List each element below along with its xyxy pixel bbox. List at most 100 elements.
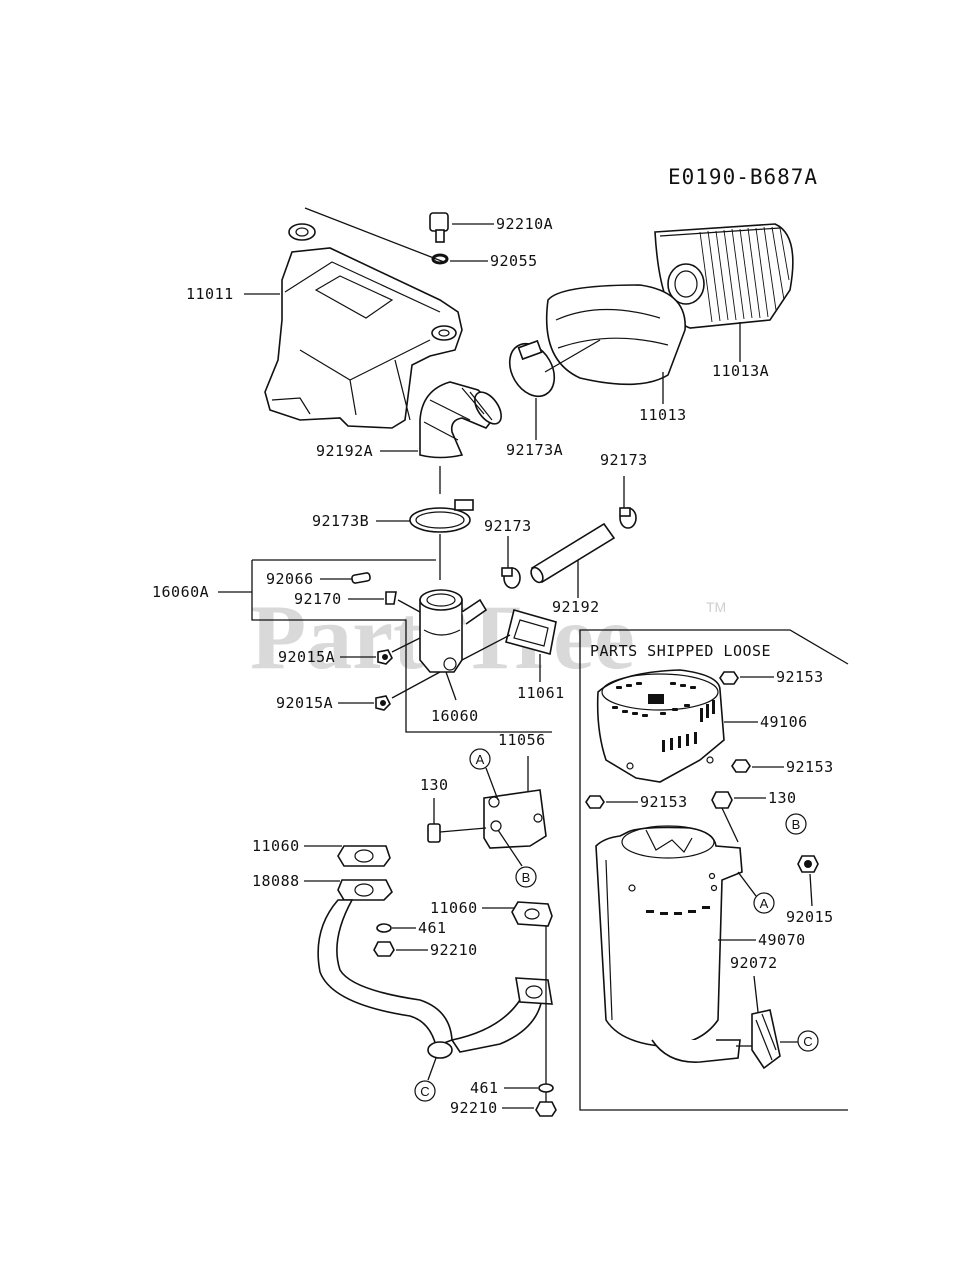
breather-hose-92192[interactable] [529,522,616,584]
label-92153-3: 92153 [640,793,688,811]
clamp-92173-mid[interactable] [501,567,521,589]
gasket-11060-right[interactable] [511,901,553,927]
knob-92210a[interactable] [429,212,449,243]
svg-text:B: B [522,870,531,885]
leader-line [497,829,523,867]
elbow-hose-92192a[interactable] [419,381,507,459]
washer-461-2[interactable] [538,1083,554,1093]
label-11061: 11061 [517,684,565,702]
nut-92210-2[interactable] [535,1101,557,1117]
spark-arrestor-92072[interactable] [751,1009,781,1070]
callout-b-left: B [515,866,537,888]
label-92173b: 92173B [312,512,369,530]
label-92173-top: 92173 [600,451,648,469]
label-92170: 92170 [294,590,342,608]
svg-text:A: A [760,896,769,911]
label-92015a-1: 92015A [278,648,335,666]
leader-line [391,637,421,653]
muffler-cover-49106[interactable] [596,669,725,783]
label-92210-1: 92210 [430,941,478,959]
clip-92170[interactable] [385,591,397,605]
label-92210-2: 92210 [450,1099,498,1117]
group-bracket [251,560,552,733]
label-130-left: 130 [420,776,449,794]
label-92066: 92066 [266,570,314,588]
leader-line [753,975,759,1013]
leader-line [461,634,511,661]
gasket-11061[interactable] [505,609,557,656]
leader-line [427,1057,437,1081]
bracket-11056[interactable] [483,789,547,849]
nut-92210-1[interactable] [373,941,395,957]
clamp-92173-top[interactable] [619,507,637,529]
label-16060: 16060 [431,707,479,725]
label-92055: 92055 [490,252,538,270]
nut-92015a-2[interactable] [375,695,391,711]
screw-92153-2[interactable] [731,759,751,773]
loose-box-title: PARTS SHIPPED LOOSE [590,642,771,660]
nut-92015[interactable] [797,855,819,873]
label-16060a: 16060A [152,583,209,601]
screw-92153-1[interactable] [719,671,739,685]
svg-text:C: C [803,1034,812,1049]
loose-parts-box [579,629,849,1111]
label-11060-1: 11060 [252,837,300,855]
label-92015: 92015 [786,908,834,926]
air-cleaner-housing[interactable] [264,223,463,429]
label-11056: 11056 [498,731,546,749]
pre-cleaner-11013[interactable] [545,284,686,386]
label-92210a: 92210A [496,215,553,233]
label-92015a-2: 92015A [276,694,333,712]
filter-element-11013a[interactable] [654,223,794,329]
leader-line [737,871,757,897]
callout-a-left: A [469,748,491,770]
bolt-130-left[interactable] [427,823,487,843]
svg-text:C: C [420,1084,429,1099]
clamp-92173b[interactable] [409,499,474,533]
label-49070: 49070 [758,931,806,949]
nut-92015a-1[interactable] [377,649,393,665]
label-461-1: 461 [418,919,447,937]
o-ring-92055[interactable] [431,253,449,265]
svg-text:A: A [476,752,485,767]
label-11011: 11011 [186,285,234,303]
leader-line [485,767,499,801]
pin-92066[interactable] [351,572,371,584]
label-92192: 92192 [552,598,600,616]
svg-text:B: B [792,817,801,832]
leader-line [445,671,457,701]
callout-a-right: A [753,892,775,914]
leader-line [397,599,421,613]
gasket-11060-top[interactable] [337,845,391,867]
washer-461-1[interactable] [376,923,392,933]
muffler-49070[interactable] [595,825,743,1063]
label-18088: 18088 [252,872,300,890]
label-92153-1: 92153 [776,668,824,686]
diagram-code: E0190-B687A [668,165,818,189]
callout-b-right: B [785,813,807,835]
label-461-2: 461 [470,1079,499,1097]
callout-c-left: C [414,1080,436,1102]
label-92173a: 92173A [506,441,563,459]
leader-line [304,207,445,263]
label-92072: 92072 [730,954,778,972]
label-92192a: 92192A [316,442,373,460]
label-11013: 11013 [639,406,687,424]
label-92153-2: 92153 [786,758,834,776]
watermark-tm: TM [706,599,726,615]
screw-92153-3[interactable] [585,795,605,809]
breather-16060[interactable] [419,589,488,673]
label-11013a: 11013A [712,362,769,380]
label-11060-2: 11060 [430,899,478,917]
leader-line [544,339,601,373]
label-130-right: 130 [768,789,797,807]
leader-line [391,671,441,699]
label-49106: 49106 [760,713,808,731]
label-92173-mid: 92173 [484,517,532,535]
callout-c-right: C [797,1030,819,1052]
leader-line [809,873,813,907]
exhaust-pipe-18088[interactable] [317,879,553,1059]
bolt-130-right[interactable] [711,791,739,843]
clamp-92173a[interactable] [501,336,564,404]
